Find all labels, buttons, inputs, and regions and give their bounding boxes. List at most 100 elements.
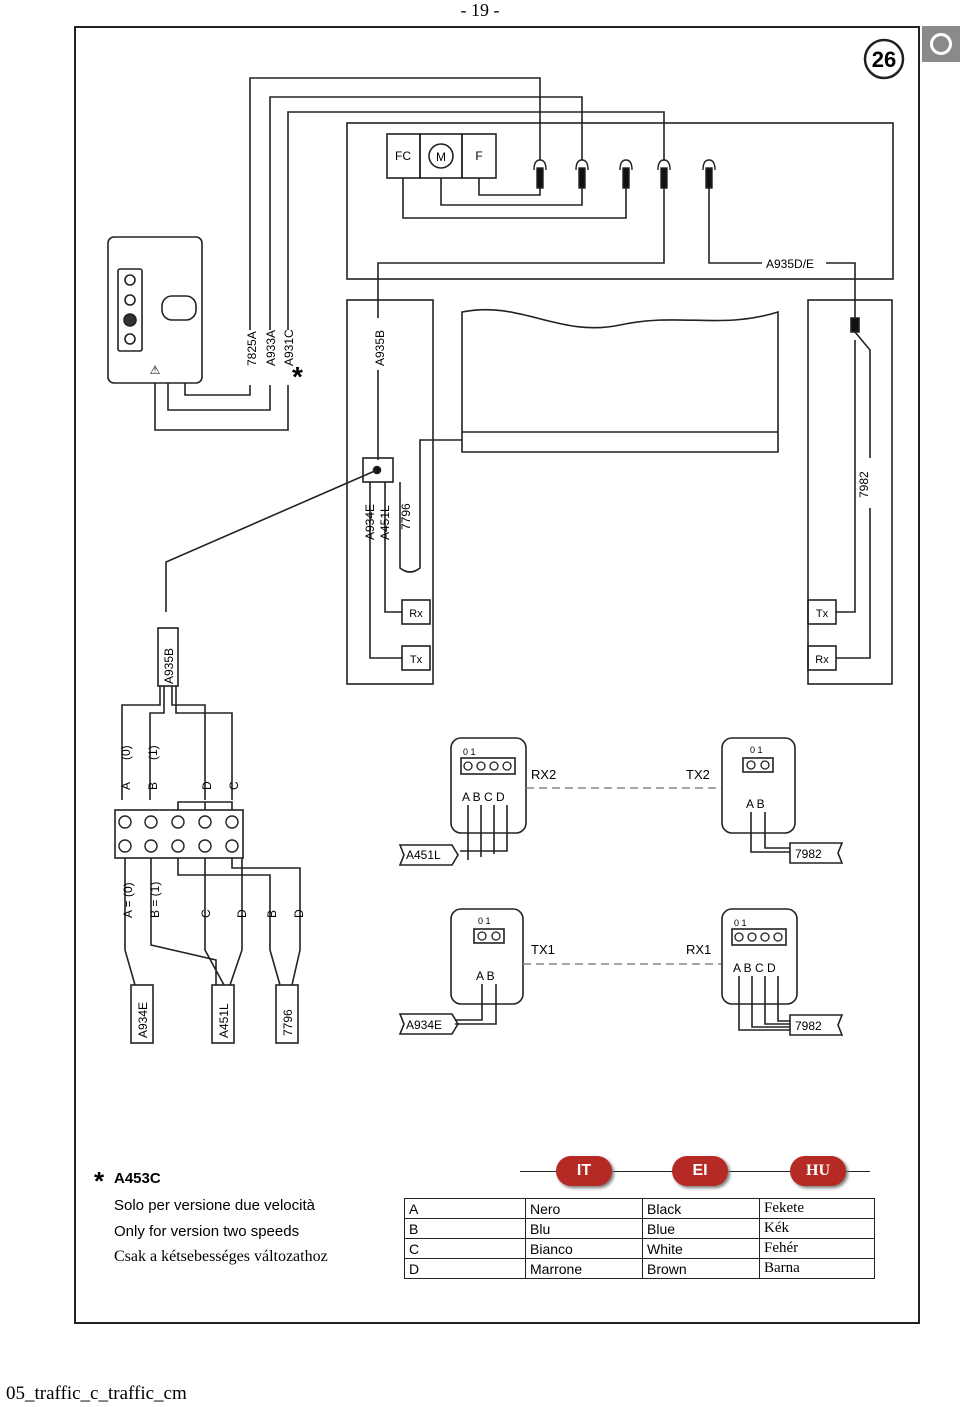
section-tab <box>922 26 960 62</box>
rx1-cable: 7982 <box>795 1019 822 1033</box>
note-asterisk: * <box>94 1166 105 1196</box>
terminal-fanout-wires <box>124 930 301 986</box>
figure-number-badge <box>863 38 905 80</box>
terminal-bridge <box>177 801 233 810</box>
cable-sheath-7796 <box>275 984 299 1044</box>
rx1-pins: A B C D <box>733 961 776 975</box>
cable-label-7825a: 7825A <box>245 331 259 366</box>
rx2-module <box>450 737 527 834</box>
tx-label-right: Tx <box>816 608 829 620</box>
table-cell: Bianco <box>525 1238 643 1259</box>
right-connector <box>850 317 860 333</box>
table-cell: Marrone <box>525 1258 643 1279</box>
tx1-cable-tag <box>398 1013 459 1035</box>
rx2-wires <box>460 805 508 860</box>
rx2-cable: A451L <box>406 848 441 862</box>
rx2-connector <box>460 757 516 775</box>
tx2-switch: 0 1 <box>750 745 763 755</box>
terminal-label-d: D <box>200 781 214 790</box>
terminal-out-a: A = (0) <box>121 882 135 918</box>
table-row: B Blu Blue Kék <box>404 1218 875 1239</box>
table-row: A Nero Black Fekete <box>404 1198 875 1219</box>
wire-a935de <box>708 188 762 264</box>
rx-label-left: Rx <box>409 608 423 620</box>
up-button <box>124 274 136 286</box>
tx1-pins: A B <box>476 969 495 983</box>
cable-label-a451l: A451L <box>378 505 392 540</box>
cable-label-a934e: A934E <box>363 504 377 540</box>
f-label: F <box>475 149 482 163</box>
out-cable-a451l: A451L <box>217 1003 231 1038</box>
terminal-out-d2: D <box>292 909 306 918</box>
table-cell: Blue <box>642 1218 760 1239</box>
wire-panel-a933a <box>167 383 271 411</box>
logo <box>161 295 197 321</box>
terminal-strip <box>114 809 244 859</box>
wire-a933a <box>269 96 583 330</box>
table-cell: Fehér <box>759 1238 875 1259</box>
figure-number: 26 <box>872 47 896 72</box>
left-column <box>346 299 434 685</box>
barrier-panel <box>461 308 779 453</box>
note-line-hu: Csak a kétsebességes változathoz <box>114 1248 328 1265</box>
rx1-cable-tag <box>789 1014 844 1036</box>
flag-ei: EI <box>672 1156 728 1186</box>
rx1-wires <box>738 976 790 1031</box>
terminal-label-a: A <box>119 782 133 790</box>
out-cable-7796: 7796 <box>281 1009 295 1036</box>
tx2-label: TX2 <box>686 767 710 782</box>
footer-filename: 05_traffic_c_traffic_cm <box>6 1383 187 1404</box>
cable-label-7982: 7982 <box>857 471 871 498</box>
terminal-label-b-state: (1) <box>146 745 160 760</box>
flag-it: IT <box>556 1156 612 1186</box>
wire-7796 <box>399 439 462 573</box>
right-column <box>807 299 893 685</box>
note-code: A453C <box>114 1170 161 1187</box>
control-panel <box>107 236 203 384</box>
terminal-out-d: D <box>235 909 249 918</box>
tx1-label: TX1 <box>531 942 555 957</box>
diagram-frame <box>74 26 920 1324</box>
motor-label: M <box>436 150 446 164</box>
terminal-bridge-out <box>177 858 301 930</box>
wire-a934e <box>369 482 402 659</box>
terminal-out-b: B = (1) <box>148 882 162 918</box>
tx2-connector <box>742 757 774 773</box>
cable-sheath-a451l <box>211 984 235 1044</box>
tx1-cable: A934E <box>406 1018 442 1032</box>
rx1-label: RX1 <box>686 942 711 957</box>
note-line-en: Only for version two speeds <box>114 1223 300 1240</box>
tx2-pins: A B <box>746 797 765 811</box>
terminal-label-c: C <box>227 781 241 790</box>
rx1-switch: 0 1 <box>734 918 747 928</box>
stop-button <box>123 313 137 327</box>
wire-junction-terminal <box>165 469 378 612</box>
wire-a935de-2 <box>826 262 856 318</box>
table-cell: C <box>404 1238 526 1259</box>
tx-box-right <box>807 599 837 625</box>
table-row: C Bianco White Fehér <box>404 1238 875 1259</box>
cable-label-7796: 7796 <box>399 503 413 530</box>
rx2-pins: A B C D <box>462 790 505 804</box>
table-cell: Fekete <box>759 1198 875 1219</box>
terminal-cable-label: A935B <box>162 648 176 684</box>
cable-label-a933a: A933A <box>264 330 278 366</box>
table-cell: Blu <box>525 1218 643 1239</box>
table-cell: B <box>404 1218 526 1239</box>
terminal-output-wires <box>124 858 243 930</box>
rx2-cable-tag <box>398 844 459 866</box>
tx1-module <box>450 908 524 1005</box>
tx1-switch: 0 1 <box>478 916 491 926</box>
tx2-cable: 7982 <box>795 847 822 861</box>
tx-label-left: Tx <box>410 654 423 666</box>
tx2-wires <box>750 812 790 853</box>
warning-icon: ⚠ <box>150 363 161 377</box>
page-number: - 19 - <box>460 0 500 20</box>
terminal-input-wires <box>121 686 233 800</box>
table-cell: Nero <box>525 1198 643 1219</box>
control-keypad <box>117 268 143 352</box>
wire-fc <box>402 178 627 219</box>
wire-7982-tx <box>836 340 856 613</box>
top-enclosure <box>346 122 894 280</box>
table-cell: Black <box>642 1198 760 1219</box>
